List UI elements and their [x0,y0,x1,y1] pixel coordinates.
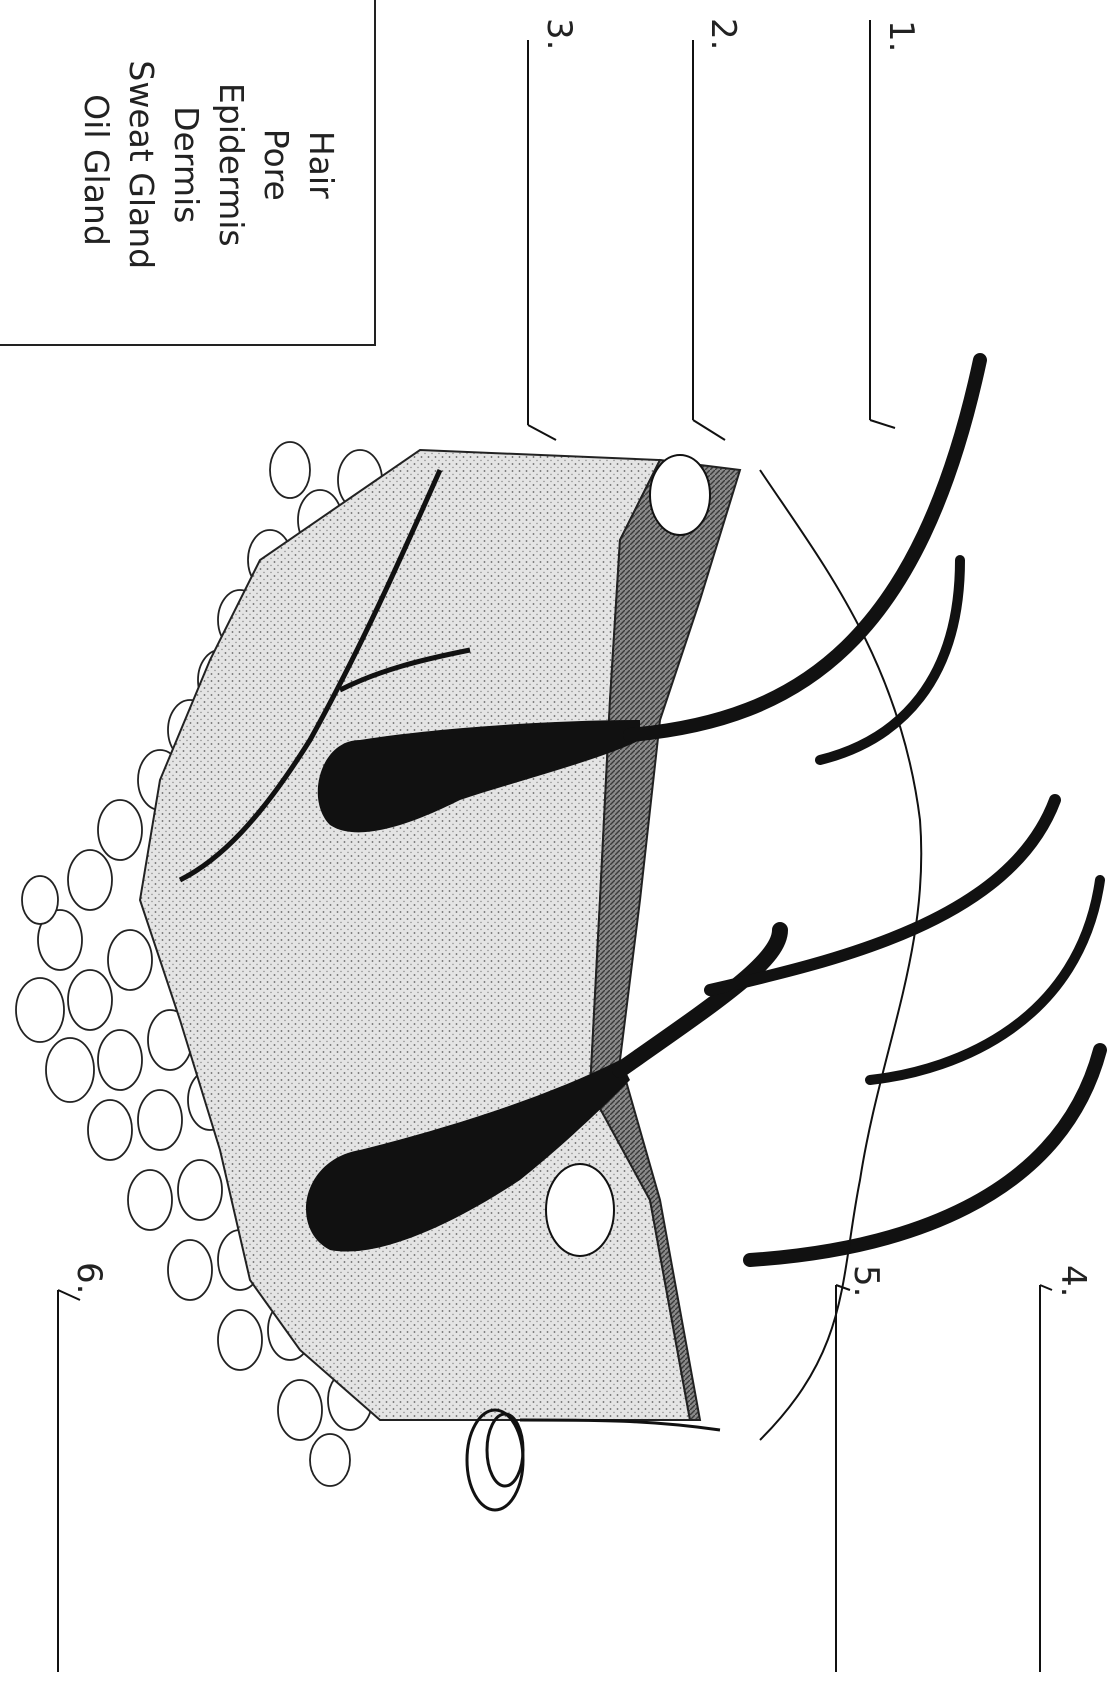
hair-5 [870,880,1100,1080]
leader-line-4 [1040,1285,1052,1290]
label-number-6: 6. [69,1262,109,1294]
word-bank-word: Dermis [167,106,206,223]
label-number-4: 4. [1053,1265,1093,1297]
label-number-3: 3. [539,18,579,50]
label-number-5: 5. [846,1265,886,1297]
sweat-gland [467,1410,720,1510]
hair-6 [750,1050,1100,1260]
leader-line-3 [528,425,556,440]
skin-cross-section [16,360,1100,1510]
word-bank-word: Pore [257,129,296,201]
oil-gland [546,1164,614,1256]
word-bank-word: Sweat Gland [122,60,161,269]
word-bank-word: Oil Gland [77,94,116,246]
label-number-2: 2. [703,18,743,50]
word-bank: Hair Pore Epidermis Dermis Sweat Gland O… [0,0,375,345]
leader-line-1 [870,420,895,428]
word-bank-word: Hair [302,131,341,199]
oil-gland-top [650,455,710,535]
word-bank-word: Epidermis [212,83,251,247]
label-number-1: 1. [881,20,921,52]
hair-3 [620,930,780,1070]
leader-line-2 [693,420,725,440]
